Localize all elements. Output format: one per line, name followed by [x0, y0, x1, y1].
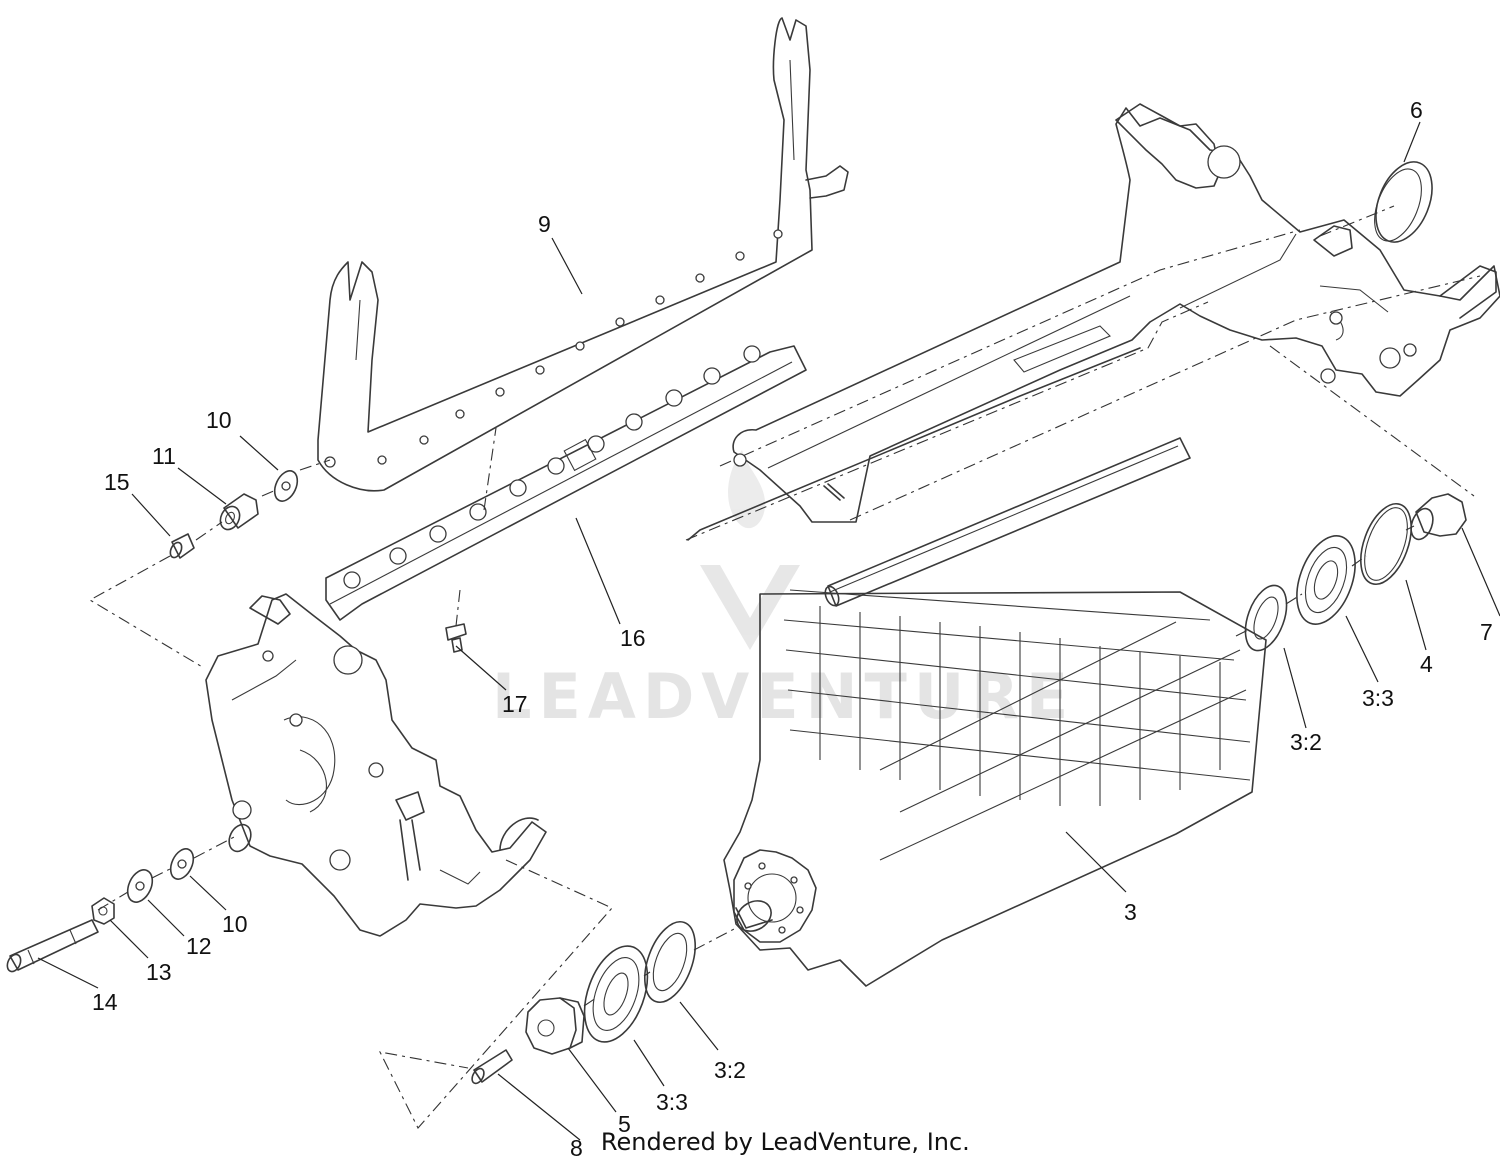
part-9-bedbar[interactable]: [317, 17, 849, 492]
part-14-pivot-shaft[interactable]: [5, 919, 99, 974]
part-17-screw[interactable]: [445, 623, 467, 653]
cutting-unit-frame: [685, 103, 1500, 607]
part-3-2-seal-left[interactable]: [635, 915, 705, 1009]
part-10-washer-upper[interactable]: [270, 467, 302, 504]
part-15-sleeve[interactable]: [168, 533, 195, 559]
callout-3-3-left[interactable]: 3:3: [656, 1089, 688, 1115]
callout-13[interactable]: 13: [146, 959, 172, 985]
part-3-reel[interactable]: [723, 589, 1267, 987]
callout-8[interactable]: 8: [570, 1135, 583, 1161]
part-3-2-seal-right[interactable]: [1237, 580, 1294, 656]
part-8-shaft[interactable]: [470, 1049, 513, 1085]
part-16-bedknife[interactable]: [325, 345, 807, 621]
leader-lines: [37, 121, 1500, 1141]
part-3-3-bearing-left[interactable]: [573, 937, 660, 1050]
watermark-text: LEADVENTURE: [492, 660, 1075, 733]
watermark: LEADVENTURE: [492, 450, 1075, 733]
callout-7[interactable]: 7: [1480, 619, 1493, 645]
watermark-logo-icon: [700, 450, 800, 650]
callout-3[interactable]: 3: [1124, 899, 1137, 925]
reel-spider-hub: [733, 849, 817, 943]
callout-11[interactable]: 11: [152, 443, 176, 469]
part-5-reel-nut[interactable]: [525, 997, 585, 1055]
callout-4[interactable]: 4: [1420, 651, 1433, 677]
callout-12[interactable]: 12: [186, 933, 212, 959]
callout-9[interactable]: 9: [538, 211, 551, 237]
callout-6[interactable]: 6: [1410, 97, 1423, 123]
footer-credit: 8 Rendered by LeadVenture, Inc.: [578, 1128, 970, 1156]
callout-16[interactable]: 16: [620, 625, 646, 651]
callout-3-2-right[interactable]: 3:2: [1290, 729, 1322, 755]
alignment-lines: [88, 205, 1475, 1129]
part-12-washer[interactable]: [123, 866, 157, 906]
callout-10[interactable]: 10: [206, 407, 232, 433]
callout-5[interactable]: 5: [618, 1111, 631, 1137]
callout-10-lower[interactable]: 10: [222, 911, 248, 937]
callout-17[interactable]: 17: [502, 691, 528, 717]
side-plate-housing: [205, 593, 547, 937]
hub-boss: [228, 823, 252, 853]
callout-3-2-left[interactable]: 3:2: [714, 1057, 746, 1083]
part-4-o-ring[interactable]: [1351, 497, 1421, 591]
callout-14[interactable]: 14: [92, 989, 118, 1015]
part-11-bushing[interactable]: [217, 493, 259, 533]
part-6-cap[interactable]: [1365, 154, 1443, 251]
part-3-3-bearing-right[interactable]: [1286, 528, 1366, 632]
credit-text: Rendered by LeadVenture, Inc.: [600, 1128, 970, 1156]
part-7-nut-right[interactable]: [1407, 493, 1467, 542]
callout-15[interactable]: 15: [104, 469, 130, 495]
callout-labels: 6 9 10 11 15 16 17 7 4 3:3 3:2 3 10 12 1…: [92, 97, 1493, 1161]
part-10-washer-lower[interactable]: [166, 845, 198, 882]
callout-3-3-right[interactable]: 3:3: [1362, 685, 1394, 711]
